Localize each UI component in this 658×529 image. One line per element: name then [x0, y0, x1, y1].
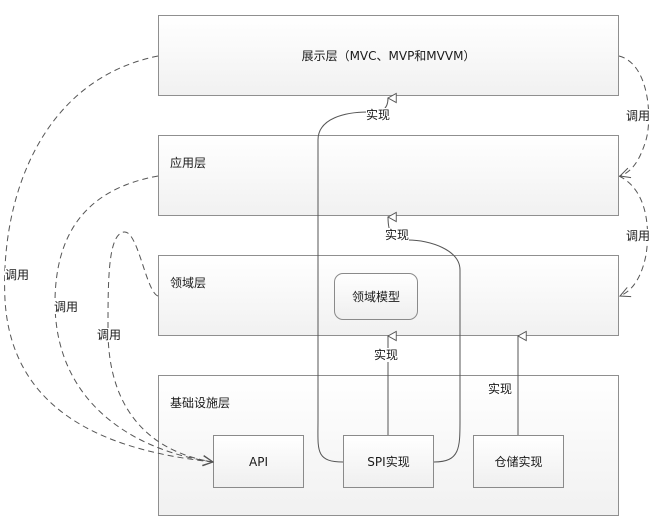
calls-label-application-to-domain: 调用 [626, 229, 651, 243]
application-layer-title: 应用层 [170, 156, 207, 170]
implements-label-domain-model: 实现 [374, 348, 399, 362]
implements-label-presentation: 实现 [366, 108, 391, 122]
implements-label-application: 实现 [385, 228, 410, 242]
calls-label-presentation-to-application: 调用 [626, 109, 651, 123]
api-box: API [213, 435, 304, 488]
presentation-layer: 展示层（MVC、MVP和MVVM） [158, 15, 619, 96]
calls-label-presentation-to-api: 调用 [5, 268, 30, 282]
spi-impl-box: SPI实现 [343, 435, 434, 488]
spi-to-presentation-line [317, 98, 388, 463]
presentation-calls-application-line [618, 55, 650, 176]
infrastructure-layer-title: 基础设施层 [170, 396, 231, 410]
spi-to-application-line [388, 217, 461, 463]
calls-label-domain-to-api: 调用 [97, 328, 122, 342]
domain-calls-api-line [107, 231, 213, 462]
presentation-layer-title: 展示层（MVC、MVP和MVVM） [301, 49, 476, 63]
domain-model-box: 领域模型 [334, 273, 418, 320]
presentation-calls-api-line [4, 55, 213, 462]
implements-label-repository: 实现 [488, 382, 513, 396]
application-layer: 应用层 [158, 135, 619, 216]
calls-label-application-to-api: 调用 [54, 300, 79, 314]
domain-layer-title: 领域层 [170, 276, 207, 290]
repo-impl-box: 仓储实现 [473, 435, 564, 488]
application-calls-domain-line [618, 175, 649, 296]
